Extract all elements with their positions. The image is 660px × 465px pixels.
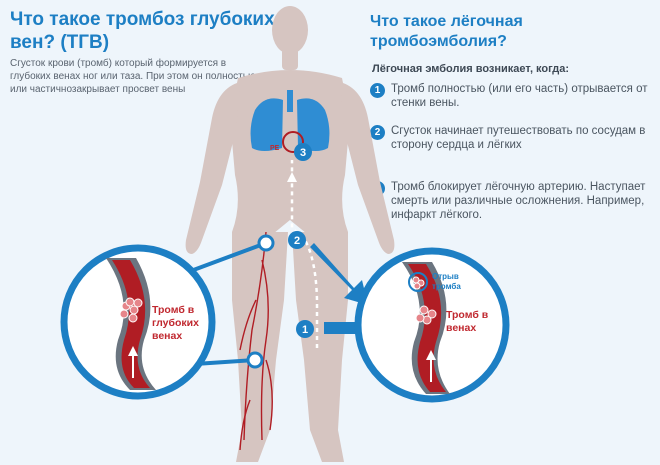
step-3-text: Тромб блокирует лёгочную артерию. Наступ…: [391, 181, 646, 221]
connector-dot-bottom: [246, 351, 264, 369]
body-silhouette: [185, 6, 395, 462]
travel-arrow-head: [287, 172, 297, 182]
left-inset-flow-arrow: [128, 346, 138, 356]
left-inset-label-1: Тромб в: [152, 304, 195, 316]
right-inset-label-2: венах: [446, 322, 476, 334]
leg-veins: [239, 231, 273, 451]
right-lung: [297, 98, 330, 151]
detached-clot: [412, 276, 425, 290]
pe-target-circle: [282, 131, 304, 153]
step-2-text: Сгусток начинает путешествовать по сосуд…: [391, 125, 646, 151]
step-1: 1 Тромб полностью (или его часть) отрыва…: [370, 82, 655, 110]
arrow-to-knee: [310, 243, 368, 305]
figure-marker-3: 3: [294, 143, 312, 161]
lungs: [250, 90, 330, 151]
svg-text:2: 2: [294, 235, 300, 247]
body-left-arm: [185, 82, 240, 254]
body-head: [272, 6, 308, 54]
svg-text:1: 1: [302, 324, 308, 336]
right-inset-flow-arrow: [426, 350, 436, 360]
steps-intro: Лёгочная эмболия возникает, когда:: [372, 63, 570, 75]
trachea: [287, 90, 293, 112]
left-inset-clot: [119, 297, 143, 323]
figure-marker-2: 2: [288, 231, 306, 249]
detach-label-2: тромба: [432, 282, 461, 291]
pe-label: PE: [270, 145, 280, 152]
left-inset-label-2: глубоких: [152, 317, 199, 329]
right-title: Что такое лёгочная тромбоэмболия?: [370, 13, 523, 50]
left-inset-vein: [112, 260, 150, 388]
right-inset: Отрыв тромба Тромб в венах: [354, 247, 510, 403]
clot-travel-path: [290, 160, 319, 348]
left-inset: Тромб в глубоких венах: [60, 244, 216, 400]
body-neck: [282, 48, 298, 70]
right-inset-vein: [408, 264, 446, 392]
body-right-arm: [340, 82, 395, 254]
step-1-text: Тромб полностью (или его часть) отрывает…: [391, 83, 648, 109]
right-inset-label-1: Тромб в: [446, 309, 489, 321]
left-inset-label-3: венах: [152, 330, 182, 342]
connector-dot-top: [257, 234, 275, 252]
left-title: Что такое тромбоз глубоких вен? (ТГВ): [10, 9, 275, 53]
figure-marker-1: 1: [296, 320, 314, 338]
right-inset-clot: [415, 305, 437, 325]
svg-text:3: 3: [300, 147, 306, 159]
left-description: Сгусток крови (тромб) который формируетс…: [10, 58, 256, 95]
step-2-number: 2: [370, 125, 385, 140]
detach-label-1: Отрыв: [432, 272, 459, 281]
step-1-number: 1: [370, 83, 385, 98]
detached-clot-ring: [408, 272, 428, 292]
left-lung: [250, 98, 283, 151]
body-right-leg: [292, 232, 348, 462]
step-2: 2 Сгусток начинает путешествовать по сос…: [370, 124, 655, 152]
